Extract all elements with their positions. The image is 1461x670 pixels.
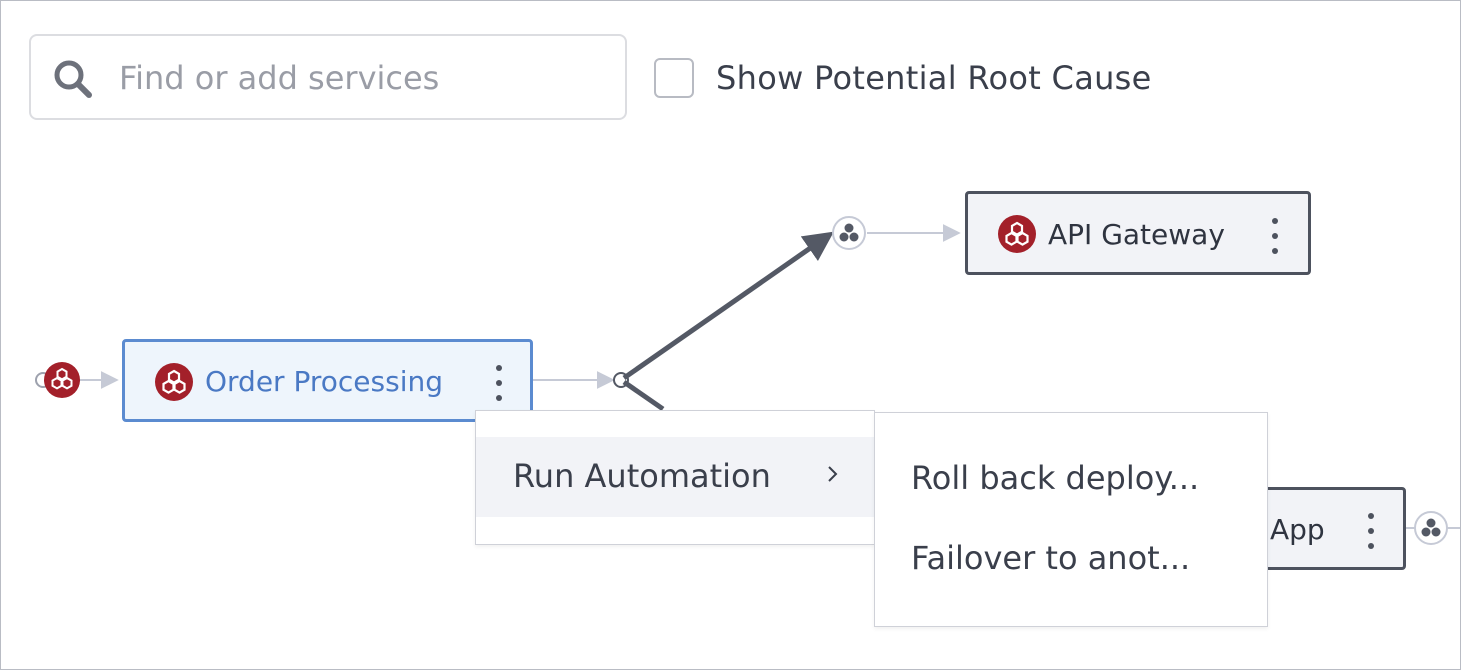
root-cause-label: Show Potential Root Cause (716, 59, 1152, 97)
service-search-box[interactable] (29, 34, 627, 120)
edge-to-api-gateway-group (622, 231, 834, 381)
kebab-menu-icon[interactable] (489, 365, 509, 401)
kebab-menu-icon[interactable] (1265, 218, 1285, 254)
node-api-gateway[interactable]: API Gateway (965, 191, 1311, 275)
node-context-menu: Run Automation (475, 410, 875, 545)
node-label: API Gateway (1048, 218, 1225, 251)
root-cause-toggle[interactable]: Show Potential Root Cause (654, 58, 1152, 98)
root-cause-checkbox[interactable] (654, 58, 694, 98)
menu-item-roll-back-deploy[interactable]: Roll back deploy... (911, 459, 1200, 497)
menu-item-label: Run Automation (513, 457, 771, 495)
automation-submenu: Roll back deploy... Failover to anot... (874, 412, 1268, 627)
upstream-service-icon[interactable] (44, 362, 80, 398)
service-group-icon-right[interactable] (1414, 511, 1448, 545)
node-label: Order Processing (205, 365, 443, 398)
menu-item-run-automation[interactable]: Run Automation (476, 437, 874, 517)
search-icon (54, 60, 92, 98)
node-label: App (1270, 513, 1325, 546)
service-hexagon-icon (155, 363, 193, 401)
service-group-icon[interactable] (832, 216, 866, 250)
menu-item-failover[interactable]: Failover to anot... (911, 539, 1191, 577)
kebab-menu-icon[interactable] (1361, 513, 1381, 549)
service-hexagon-icon (998, 215, 1036, 253)
chevron-right-icon (828, 466, 838, 482)
edge-to-app-group (622, 379, 665, 412)
search-input[interactable] (117, 54, 611, 102)
node-order-processing[interactable]: Order Processing (122, 339, 533, 422)
